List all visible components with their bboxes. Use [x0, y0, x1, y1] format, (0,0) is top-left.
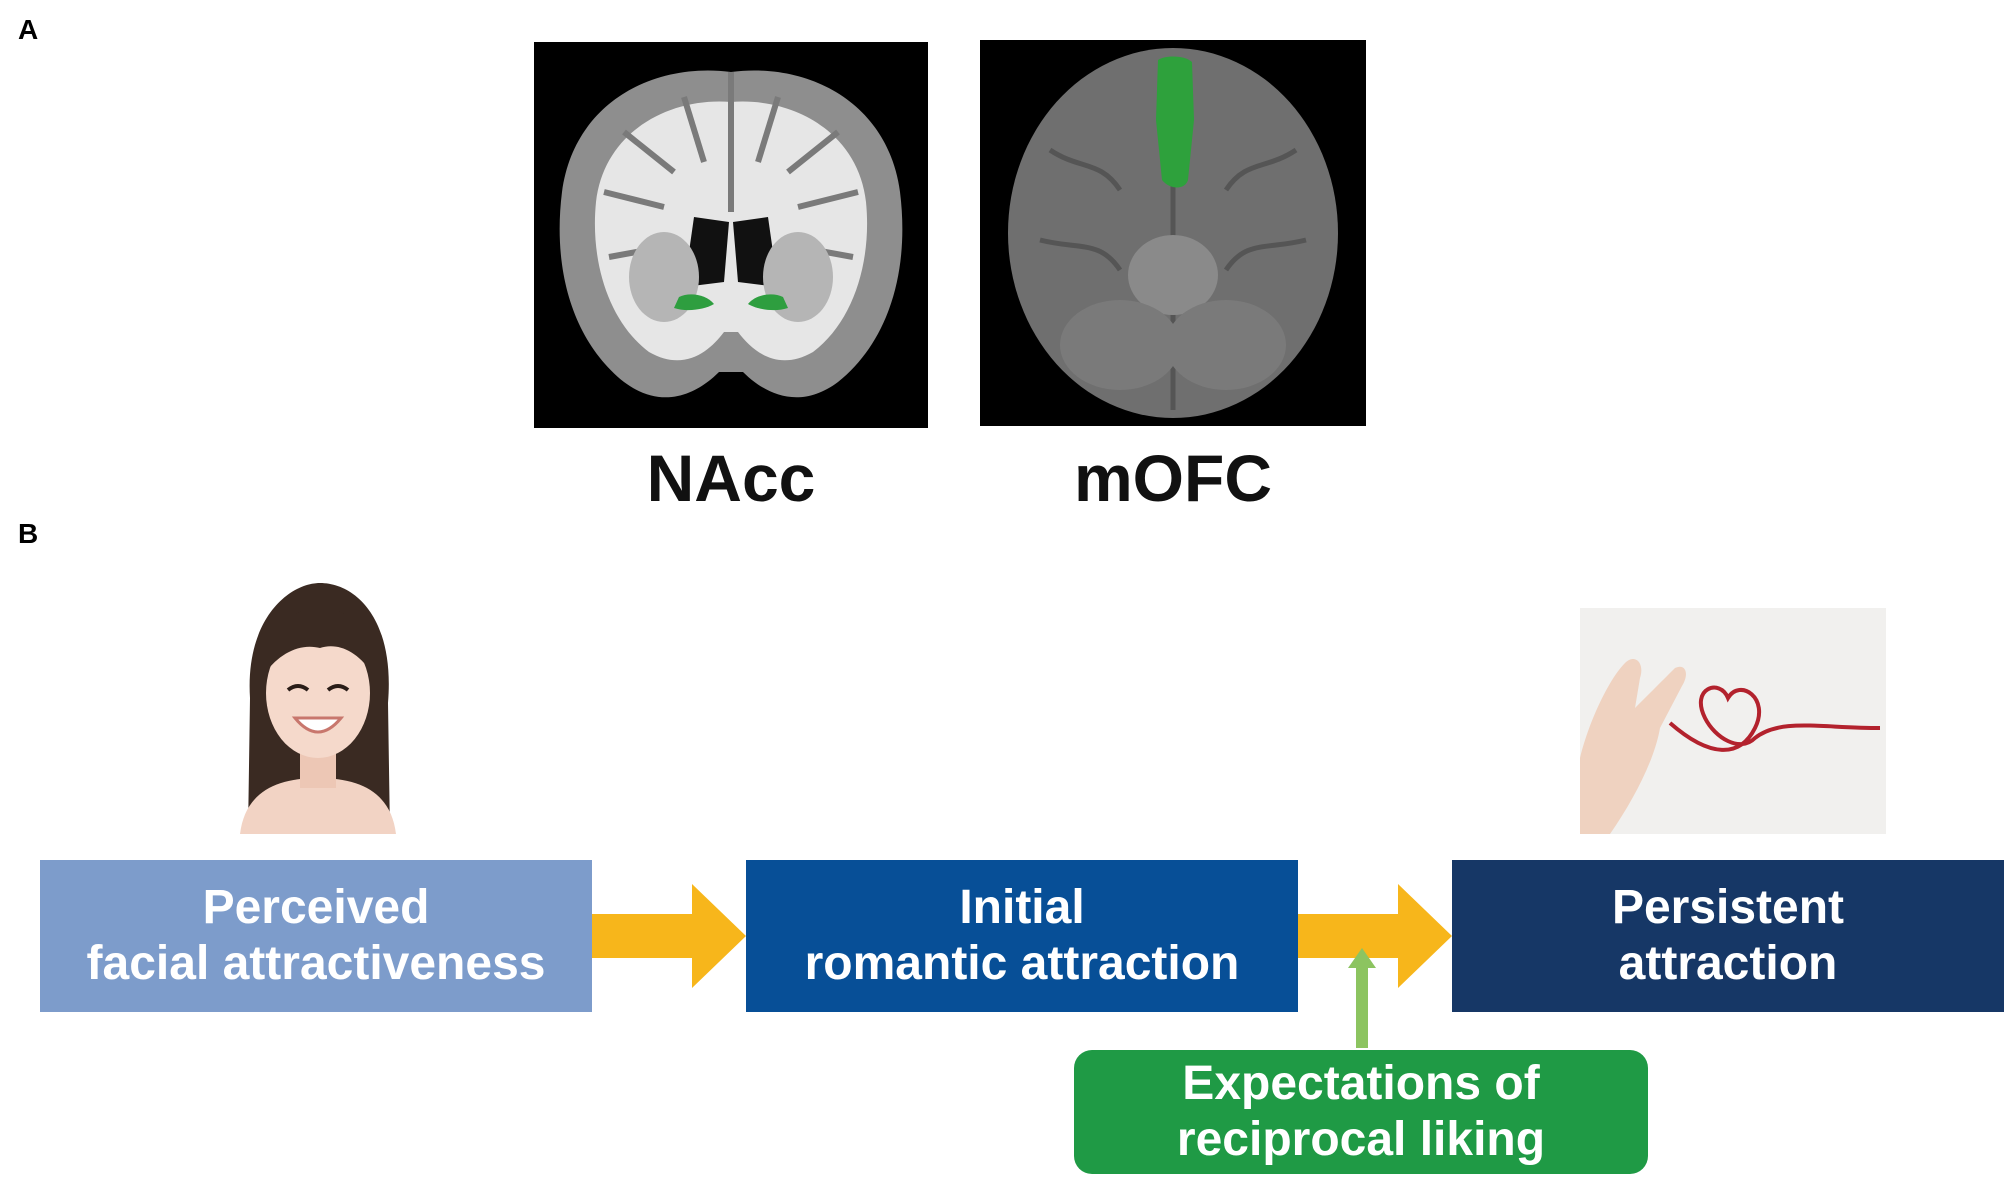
- modulator-line1: Expectations of: [1182, 1057, 1540, 1110]
- box-persistent-line2: attraction: [1618, 937, 1838, 990]
- caption-nacc: NAcc: [646, 441, 816, 515]
- box-persistent-line1: Persistent: [1611, 881, 1845, 934]
- ventral-brain-illustration: [980, 40, 1366, 426]
- caption-mofc: mOFC: [1074, 441, 1272, 515]
- box-initial-line1: Initial: [959, 881, 1085, 934]
- woman-portrait-icon: [230, 578, 406, 834]
- brain-image-nacc: [534, 42, 928, 428]
- modulator-line2: reciprocal liking: [1176, 1113, 1546, 1166]
- box-initial-attraction: Initial romantic attraction: [746, 860, 1298, 1012]
- brain-image-mofc: [980, 40, 1366, 426]
- box-initial-line2: romantic attraction: [804, 937, 1240, 990]
- coronal-brain-illustration: [534, 42, 928, 428]
- arrow-right-2-icon: [1298, 884, 1452, 988]
- red-thread-heart-icon: [1580, 608, 1886, 834]
- box-persistent-attraction: Persistent attraction: [1452, 860, 2004, 1012]
- arrow-right-1-icon: [592, 884, 746, 988]
- arrow-up-modulator-icon: [1348, 948, 1376, 1048]
- box-perceived-line1: Perceived: [202, 881, 430, 934]
- panel-label-b: B: [18, 518, 39, 549]
- box-perceived-line2: facial attractiveness: [86, 937, 546, 990]
- panel-label-a: A: [18, 14, 39, 45]
- photo-smiling-woman: [230, 578, 406, 834]
- box-perceived-attractiveness: Perceived facial attractiveness: [40, 860, 592, 1012]
- box-expectations-reciprocal-liking: Expectations of reciprocal liking: [1074, 1050, 1648, 1174]
- photo-red-thread-heart: [1580, 608, 1886, 834]
